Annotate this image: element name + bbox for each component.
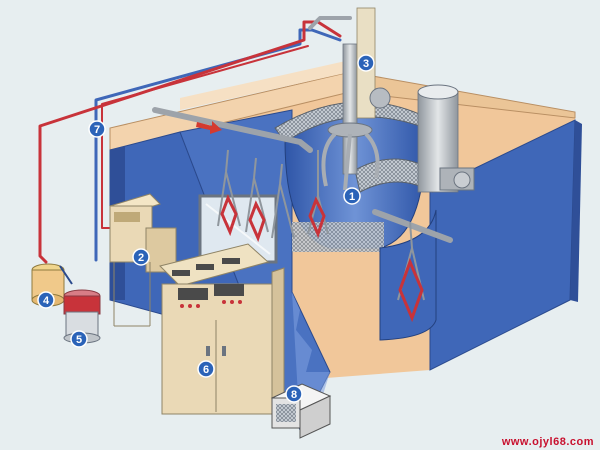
- booth-lower-ring: [379, 209, 437, 341]
- callout-7-label: 7: [94, 124, 100, 136]
- callout-8-label: 8: [291, 389, 297, 401]
- cable-pipe-gray: [308, 16, 352, 30]
- callout-3-label: 3: [363, 58, 369, 70]
- workpieces: [220, 194, 424, 323]
- heater-unit-8: [270, 383, 332, 439]
- callout-2-label: 2: [138, 252, 144, 264]
- callout-5-label: 5: [76, 334, 82, 346]
- rotor-arm-left: [321, 132, 337, 187]
- circular-spray-booth: [274, 101, 442, 341]
- callout-5: 5: [70, 330, 88, 348]
- callout-1: 1: [343, 187, 361, 205]
- exhaust-tower: [417, 84, 475, 193]
- rotor-arm-mid: [343, 133, 352, 191]
- callout-8: 8: [285, 385, 303, 403]
- callout-2: 2: [132, 248, 150, 266]
- conveyor-rail: [152, 107, 313, 153]
- callout-4: 4: [37, 291, 55, 309]
- conveyor-rail-lower: [372, 209, 453, 243]
- callout-1-label: 1: [349, 191, 355, 203]
- right-wall-edge: [570, 120, 582, 302]
- main-control-console-6: [159, 243, 285, 416]
- rotor-cap: [369, 87, 391, 109]
- direction-arrow: [196, 121, 222, 134]
- callout-6: 6: [197, 360, 215, 378]
- overhead-conveyor: [152, 107, 453, 323]
- watermark: www.ojyl68.com: [501, 436, 594, 448]
- booth-filter-band: [292, 222, 384, 252]
- callout-6-label: 6: [203, 364, 209, 376]
- ceiling-edge-left: [180, 60, 350, 110]
- callout-3: 3: [357, 54, 375, 72]
- callout-4-label: 4: [43, 295, 50, 307]
- rotor-arm-right: [364, 132, 380, 179]
- callout-7: 7: [88, 120, 106, 138]
